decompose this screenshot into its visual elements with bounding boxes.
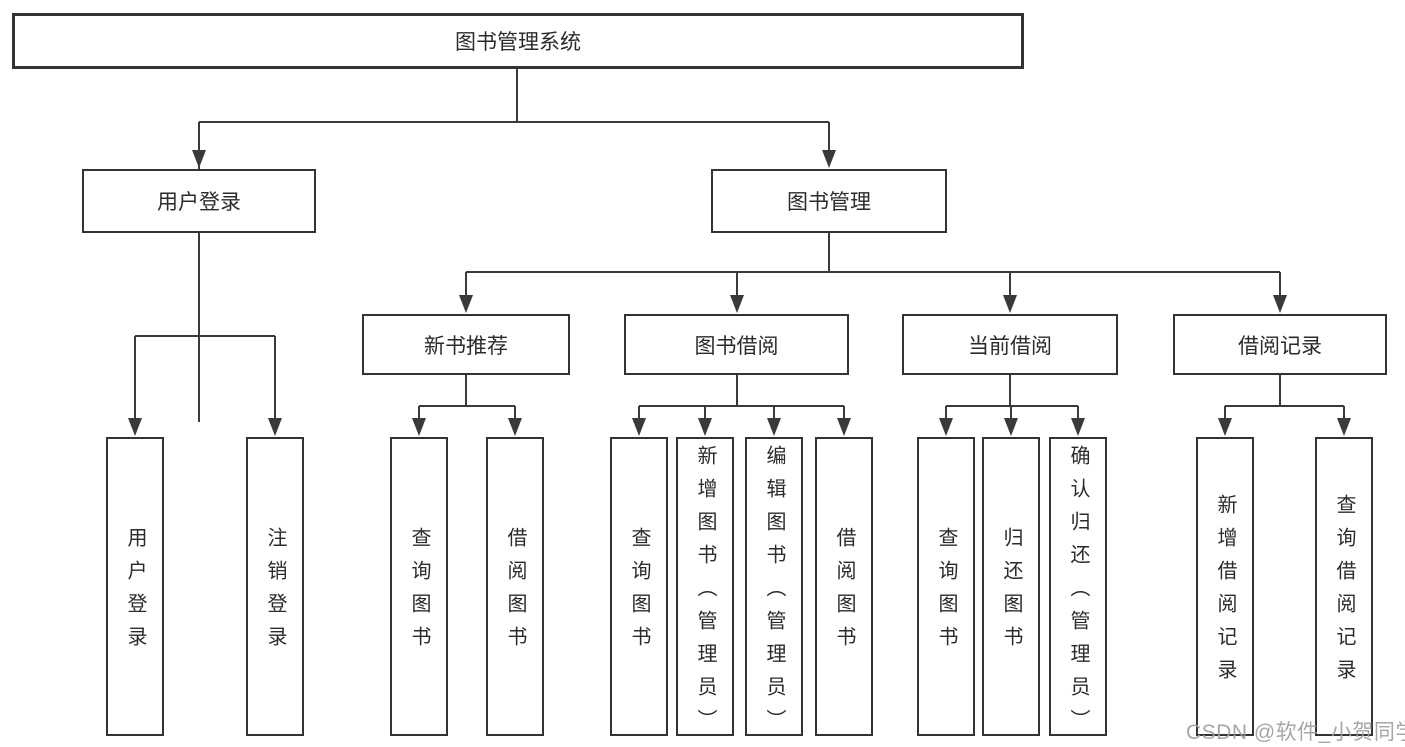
csdn-watermark: CSDN @软件_小贺同学 <box>1186 721 1405 744</box>
leaf-borrow-books: 借阅图书 <box>815 437 873 736</box>
node-borrowing-records: 借阅记录 <box>1173 314 1387 375</box>
leaf-return-books: 归还图书 <box>982 437 1040 736</box>
leaf-query-borrow-record: 查询借阅记录 <box>1315 437 1373 736</box>
node-label: 图书管理 <box>787 191 871 214</box>
leaf-query-books-current: 查询图书 <box>917 437 975 736</box>
leaf-label: 编辑图书（管理员） <box>763 444 785 742</box>
node-label: 图书借阅 <box>694 334 779 358</box>
node-system-root: 图书管理系统 <box>12 13 1024 69</box>
node-new-book-recommend: 新书推荐 <box>362 314 570 375</box>
leaf-confirm-return-admin: 确认归还（管理员） <box>1049 437 1107 742</box>
node-book-management: 图书管理 <box>711 169 947 233</box>
node-book-borrowing: 图书借阅 <box>624 314 849 375</box>
leaf-label: 查询图书 <box>628 527 650 659</box>
node-label: 新书推荐 <box>424 334 508 358</box>
leaf-add-books-admin: 新增图书（管理员） <box>676 437 734 742</box>
connector-borrow-to-leaves <box>638 375 845 424</box>
connector-current-to-leaves <box>945 375 1079 424</box>
node-label: 用户登录 <box>157 191 241 214</box>
leaf-label: 新增借阅记录 <box>1214 494 1236 692</box>
leaf-edit-books-admin: 编辑图书（管理员） <box>745 437 803 742</box>
leaf-borrow-books-recommend: 借阅图书 <box>486 437 544 736</box>
leaf-label: 用户登录 <box>124 527 146 659</box>
connector-records-to-leaves <box>1224 375 1345 424</box>
leaf-label: 查询借阅记录 <box>1333 494 1355 692</box>
node-label: 借阅记录 <box>1238 334 1322 358</box>
leaf-user-login: 用户登录 <box>106 437 164 736</box>
connector-manage-to-level3 <box>465 233 1281 300</box>
leaf-add-borrow-record: 新增借阅记录 <box>1196 437 1254 736</box>
leaf-label: 注销登录 <box>264 527 286 659</box>
node-user-login: 用户登录 <box>82 169 316 233</box>
node-label: 图书管理系统 <box>455 31 581 54</box>
leaf-label: 归还图书 <box>1000 527 1022 659</box>
leaf-label: 借阅图书 <box>833 527 855 659</box>
connector-recommend-to-leaves <box>418 375 516 424</box>
leaf-logout: 注销登录 <box>246 437 304 736</box>
leaf-label: 查询图书 <box>935 527 957 659</box>
leaf-query-books-borrow: 查询图书 <box>610 437 668 736</box>
leaf-label: 查询图书 <box>408 527 430 659</box>
node-label: 当前借阅 <box>968 334 1052 358</box>
leaf-label: 确认归还（管理员） <box>1067 444 1089 742</box>
leaf-label: 新增图书（管理员） <box>694 444 716 742</box>
node-current-borrowing: 当前借阅 <box>902 314 1118 375</box>
leaf-label: 借阅图书 <box>504 527 526 659</box>
connector-login-to-leaves <box>134 233 276 424</box>
leaf-query-books-recommend: 查询图书 <box>390 437 448 736</box>
